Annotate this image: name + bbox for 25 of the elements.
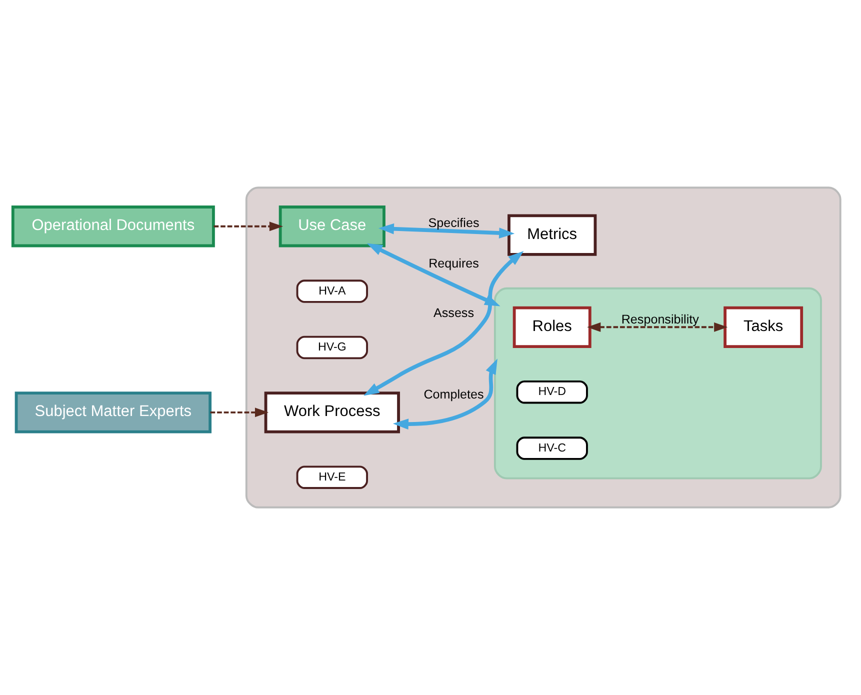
edge-label: Assess	[433, 306, 474, 320]
arrow	[378, 223, 515, 238]
cluster	[494, 287, 822, 480]
node-box: Metrics	[508, 214, 597, 256]
node-box: Tasks	[724, 306, 804, 348]
node-box: Roles	[512, 306, 592, 348]
arrow	[364, 250, 524, 396]
node-box: HV-A	[296, 280, 368, 303]
edge-label: Completes	[424, 387, 484, 402]
edge-label: Responsibility	[621, 312, 699, 327]
arrow	[587, 322, 728, 332]
node-box: Work Process	[264, 392, 400, 434]
arrow	[210, 408, 269, 418]
node-box: Subject Matter Experts	[14, 392, 212, 434]
node-box: HV-G	[296, 336, 368, 360]
node-box: HV-C	[516, 436, 588, 460]
edge-label: Requires	[428, 256, 479, 270]
node-box: HV-E	[296, 466, 368, 489]
node-box: Operational Documents	[11, 206, 215, 248]
node-box: Use Case	[278, 206, 386, 248]
arrow	[392, 358, 498, 430]
node-box: HV-D	[516, 380, 588, 404]
edge-label: Specifies	[428, 216, 480, 230]
cluster	[245, 186, 842, 508]
arrow	[214, 222, 284, 232]
